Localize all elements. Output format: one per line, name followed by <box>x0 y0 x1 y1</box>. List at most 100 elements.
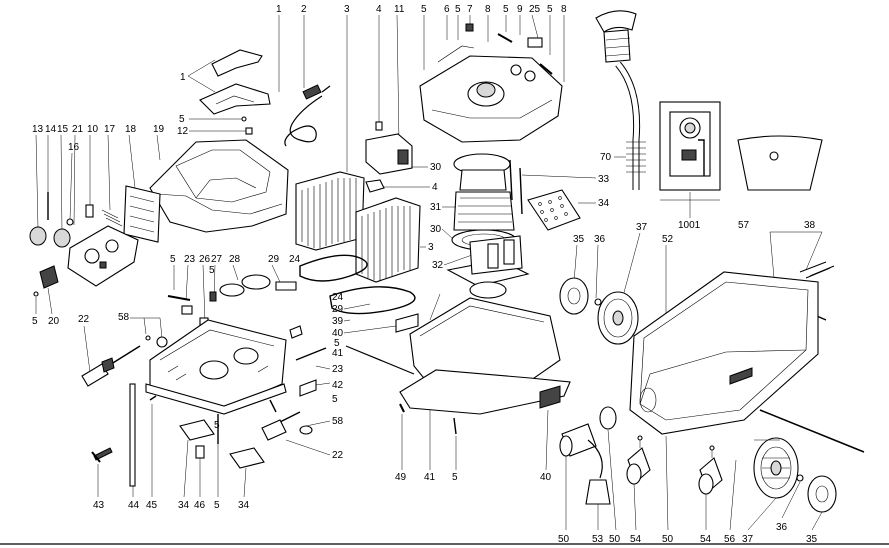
label-70: 70 <box>600 152 612 163</box>
label-5-side: 5 <box>332 394 338 405</box>
label-5-case: 5 <box>334 338 340 349</box>
label-1-left: 1 <box>180 72 186 83</box>
label-36-top: 36 <box>594 234 606 245</box>
label-5-mid-b: 5 <box>209 265 215 276</box>
label-23-top: 23 <box>184 254 196 265</box>
label-40-top: 40 <box>332 328 344 339</box>
motor-part <box>451 153 517 251</box>
filter-pad-parts <box>509 159 581 231</box>
label-4-top: 4 <box>376 4 382 15</box>
top-labels: 1 2 3 4 11 5 6 5 7 8 5 9 25 5 8 <box>276 4 567 172</box>
bits-22-58-left <box>81 335 168 387</box>
label-22-side: 22 <box>332 450 344 461</box>
bottom-right-parts <box>399 403 837 513</box>
label-30-a: 30 <box>430 162 442 173</box>
label-27: 27 <box>211 254 223 265</box>
label-19: 19 <box>153 124 165 135</box>
label-41-side: 41 <box>332 348 344 359</box>
label-26: 26 <box>199 254 211 265</box>
label-35-top: 35 <box>573 234 585 245</box>
label-1001: 1001 <box>678 220 701 231</box>
label-46: 46 <box>194 500 206 511</box>
bottom-labels: 43 44 45 34 46 5 34 49 41 5 40 50 53 50 … <box>93 472 818 545</box>
label-18: 18 <box>125 124 137 135</box>
label-58-side: 58 <box>332 416 344 427</box>
label-50-a: 50 <box>558 534 570 545</box>
left-small-parts <box>29 185 161 297</box>
mid-left-labels: 5 23 26 27 28 5 29 24 <box>170 254 301 323</box>
label-5-a: 5 <box>421 4 427 15</box>
label-43: 43 <box>93 500 105 511</box>
label-49: 49 <box>395 472 407 483</box>
label-38: 38 <box>804 220 816 231</box>
label-31: 31 <box>430 202 442 213</box>
label-5-left: 5 <box>179 114 185 125</box>
left-labels: 13 14 15 21 10 17 18 19 16 5 12 1 <box>32 59 250 233</box>
label-23-side: 23 <box>332 364 344 375</box>
label-13: 13 <box>32 124 44 135</box>
suction-hose <box>595 10 646 190</box>
label-37-top: 37 <box>636 222 648 233</box>
handle-part <box>199 49 271 115</box>
wheel-37-upper <box>594 291 639 345</box>
box-1001 <box>659 101 721 191</box>
label-9: 9 <box>517 4 523 15</box>
label-2: 2 <box>301 4 307 15</box>
base-plate <box>145 319 287 415</box>
label-5-b: 5 <box>455 4 461 15</box>
label-5-far-left: 5 <box>32 316 38 327</box>
label-32: 32 <box>432 260 444 271</box>
label-15: 15 <box>57 124 69 135</box>
label-12: 12 <box>177 126 189 137</box>
lower-case-41 <box>399 235 571 415</box>
label-8-a: 8 <box>485 4 491 15</box>
small-screws <box>241 116 253 135</box>
label-37-bottom: 37 <box>742 534 754 545</box>
label-58-left: 58 <box>118 312 130 323</box>
motor-bracket <box>365 121 413 193</box>
label-6: 6 <box>444 4 450 15</box>
label-39: 39 <box>332 316 344 327</box>
label-14: 14 <box>45 124 57 135</box>
label-5-bottom-a: 5 <box>214 500 220 511</box>
hubcap-35 <box>559 277 589 315</box>
label-54-b: 54 <box>700 534 712 545</box>
label-16: 16 <box>68 142 80 153</box>
bottom-left-parts <box>91 383 265 487</box>
label-5-c: 5 <box>503 4 509 15</box>
tank-52 <box>629 271 865 453</box>
label-53: 53 <box>592 534 604 545</box>
label-5-mid: 5 <box>170 254 176 265</box>
label-3-right: 3 <box>428 242 434 253</box>
label-25: 25 <box>529 4 541 15</box>
label-20: 20 <box>48 316 60 327</box>
label-34-bottom-b: 34 <box>238 500 250 511</box>
label-52: 52 <box>662 234 674 245</box>
label-29-b: 29 <box>332 304 344 315</box>
label-10: 10 <box>87 124 99 135</box>
label-7: 7 <box>467 4 473 15</box>
label-50-b: 50 <box>609 534 621 545</box>
label-41-bottom: 41 <box>424 472 436 483</box>
label-50-c: 50 <box>662 534 674 545</box>
label-56: 56 <box>724 534 736 545</box>
label-54-a: 54 <box>630 534 642 545</box>
label-5-bottom-b: 5 <box>452 472 458 483</box>
top-cover-part <box>419 23 563 143</box>
label-57: 57 <box>738 220 750 231</box>
label-8-b: 8 <box>561 4 567 15</box>
filter-cartridges <box>295 171 421 283</box>
label-36-bottom: 36 <box>776 522 788 533</box>
label-44: 44 <box>128 500 140 511</box>
label-21: 21 <box>72 124 84 135</box>
label-42: 42 <box>332 380 344 391</box>
label-40-bottom: 40 <box>540 472 552 483</box>
label-30-b: 30 <box>430 224 442 235</box>
mid-left-parts <box>167 274 297 327</box>
label-11: 11 <box>394 4 405 15</box>
label-5-base: 5 <box>214 420 220 431</box>
label-34-right: 34 <box>598 198 610 209</box>
label-34-bottom-a: 34 <box>178 500 190 511</box>
label-35-bottom: 35 <box>806 534 818 545</box>
